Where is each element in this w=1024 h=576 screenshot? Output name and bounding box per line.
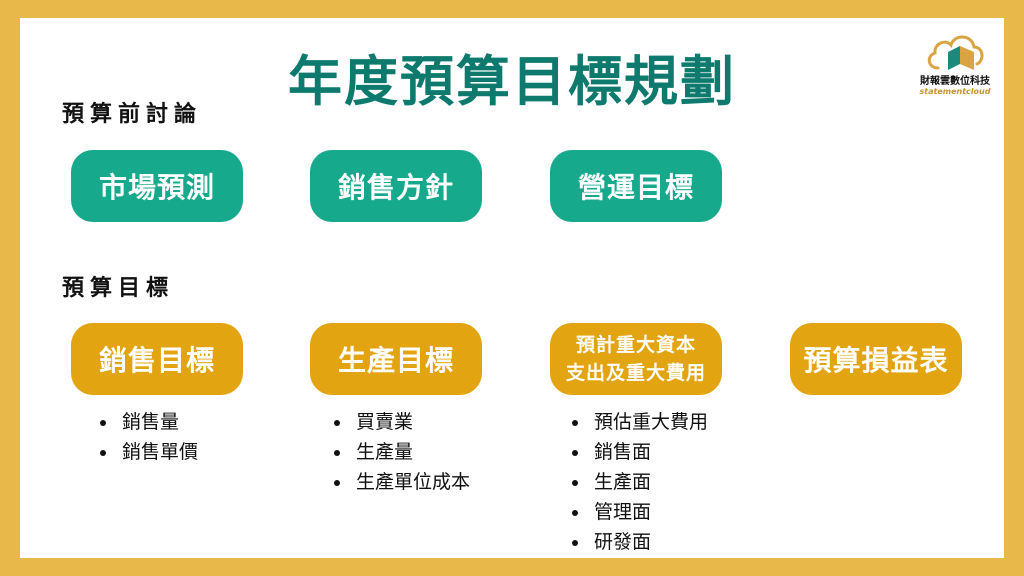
list-item: 銷售量 <box>118 407 198 437</box>
list-item: 管理面 <box>590 497 708 527</box>
list-item: 預估重大費用 <box>590 407 708 437</box>
pill-market-forecast: 市場預測 <box>71 150 243 222</box>
section-label-budget-targets: 預算目標 <box>62 276 175 301</box>
pill-budget-income-statement: 預算損益表 <box>790 323 962 395</box>
section-label-pre-discussion: 預算前討論 <box>62 102 203 127</box>
capex-line-1: 預計重大資本 <box>575 334 696 356</box>
logo-tagline: statementcloud <box>919 87 991 96</box>
capex-target-list: 預估重大費用 銷售面 生產面 管理面 研發面 <box>564 407 708 557</box>
production-target-list: 買賣業 生產量 生產單位成本 <box>326 407 470 497</box>
sales-target-list: 銷售量 銷售單價 <box>92 407 198 467</box>
list-item: 生產單位成本 <box>352 467 470 497</box>
list-item: 銷售單價 <box>118 437 198 467</box>
page-title: 年度預算目標規劃 <box>288 50 736 113</box>
list-item: 研發面 <box>590 527 708 557</box>
list-item: 生產面 <box>590 467 708 497</box>
list-item: 生產量 <box>352 437 470 467</box>
pill-production-target: 生產目標 <box>310 323 482 395</box>
company-logo: 財報雲數位科技 statementcloud <box>914 30 996 96</box>
capex-line-2: 支出及重大費用 <box>565 362 706 384</box>
pill-capex-target: 預計重大資本 支出及重大費用 <box>550 323 722 395</box>
pill-sales-target: 銷售目標 <box>71 323 243 395</box>
pill-operating-goals: 營運目標 <box>550 150 722 222</box>
list-item: 銷售面 <box>590 437 708 467</box>
list-item: 買賣業 <box>352 407 470 437</box>
pill-sales-policy: 銷售方針 <box>310 150 482 222</box>
logo-company-name: 財報雲數位科技 <box>920 76 990 87</box>
slide-card: 財報雲數位科技 statementcloud 年度預算目標規劃 預算前討論 市場… <box>20 18 1004 558</box>
cloud-icon <box>927 35 984 70</box>
